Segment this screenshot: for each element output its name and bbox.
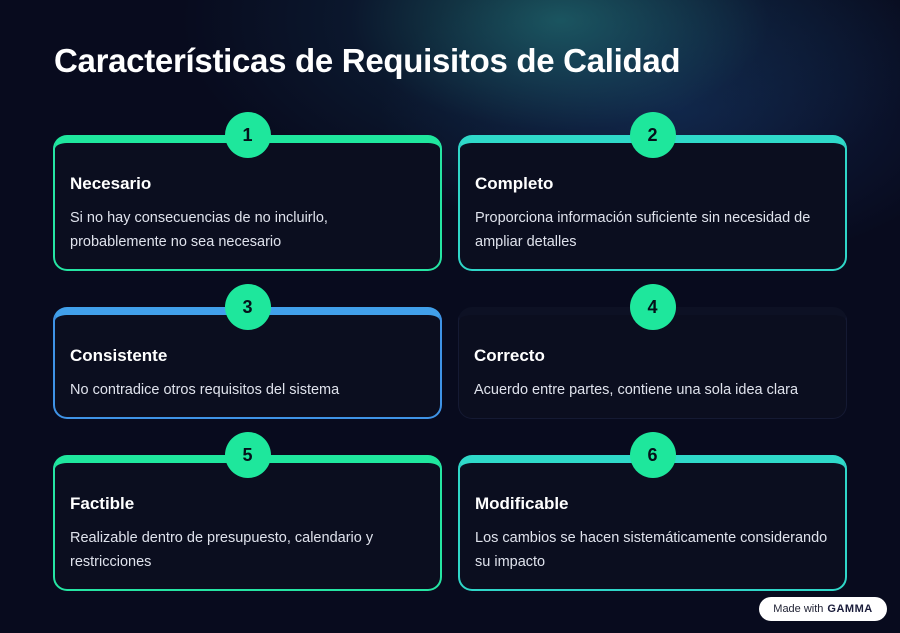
card-factible: 5 Factible Realizable dentro de presupue…: [53, 432, 442, 591]
card-modificable: 6 Modificable Los cambios se hacen siste…: [458, 432, 847, 591]
card-number-badge: 5: [224, 432, 271, 478]
card-correcto: 4 Correcto Acuerdo entre partes, contien…: [458, 284, 847, 419]
card-title: Consistente: [70, 346, 168, 365]
card-title: Modificable: [475, 494, 569, 513]
card-description: Los cambios se hacen sistemáticamente co…: [475, 530, 828, 570]
made-with-gamma-badge[interactable]: Made with GAMMA: [759, 597, 887, 621]
card-title: Correcto: [474, 346, 545, 365]
card-number-badge: 4: [629, 284, 676, 330]
gamma-logo: GAMMA: [827, 603, 873, 615]
card-consistente: 3 Consistente No contradice otros requis…: [53, 284, 442, 419]
card-description: No contradice otros requisitos del siste…: [70, 382, 340, 398]
card-number-badge: 2: [629, 112, 676, 158]
card-completo: 2 Completo Proporciona información sufic…: [458, 112, 847, 271]
card-description: Acuerdo entre partes, contiene una sola …: [474, 382, 799, 398]
card-necesario: 1 Necesario Si no hay consecuencias de n…: [53, 112, 442, 271]
card-title: Factible: [70, 494, 135, 513]
page-title: Características de Requisitos de Calidad: [54, 42, 681, 79]
card-number-badge: 3: [224, 284, 271, 330]
card-description: Si no hay consecuencias de no incluirlo,…: [70, 210, 328, 250]
card-description: Realizable dentro de presupuesto, calend…: [70, 530, 374, 570]
card-description: Proporciona información suficiente sin n…: [475, 210, 811, 250]
card-title: Completo: [475, 174, 554, 193]
card-number-badge: 1: [224, 112, 271, 158]
made-with-label: Made with: [773, 603, 824, 615]
card-number-badge: 6: [629, 432, 676, 478]
card-title: Necesario: [70, 174, 152, 193]
